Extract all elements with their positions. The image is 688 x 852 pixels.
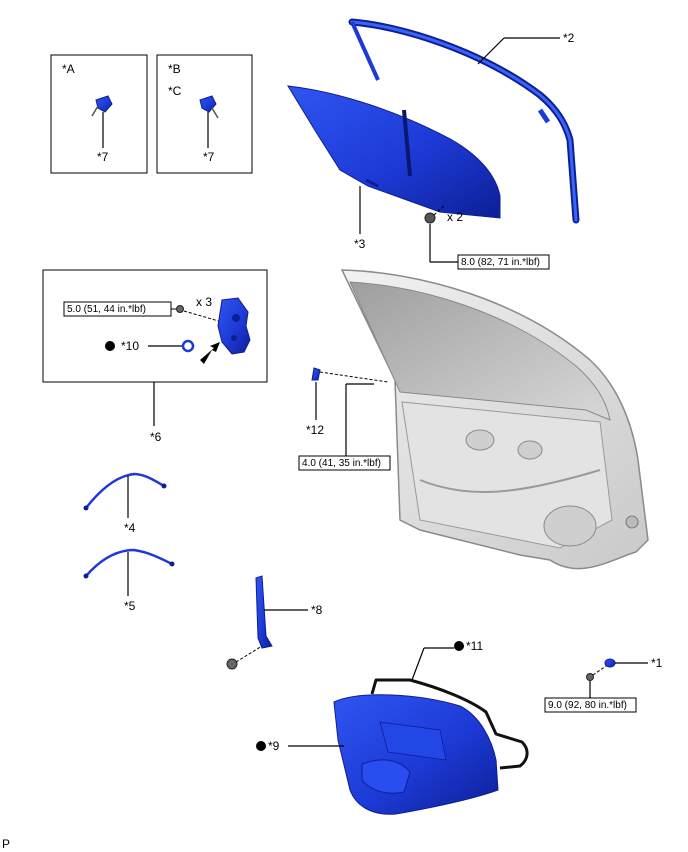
qty-glass-bolt: x 2 [447, 210, 463, 224]
callout-11: *11 [466, 639, 483, 653]
part-1 [586, 658, 616, 681]
callout-6: *6 [150, 430, 162, 444]
callout-4: *4 [124, 521, 136, 535]
glass-bolt [424, 205, 445, 224]
torque-regulator: 5.0 (51, 44 in.*lbf) [67, 304, 146, 315]
callout-3: *3 [354, 237, 366, 251]
direction-arrow [200, 342, 220, 364]
cable-5 [83, 548, 175, 579]
wire-harness-11 [370, 678, 529, 770]
clip-part-a [91, 95, 113, 117]
inset-b-label: *B [168, 62, 181, 76]
door-glass [287, 85, 501, 219]
door-clip-12 [311, 367, 389, 383]
callout-9: *9 [268, 739, 280, 753]
regulator-motor [217, 297, 251, 355]
inset-a-box: *A *7 [50, 54, 148, 174]
torque-part1: 9.0 (92, 80 in.*lbf) [548, 700, 627, 711]
cable-4 [83, 472, 167, 511]
inset-a-label: *A [62, 62, 75, 76]
qty-regulator-bolt: x 3 [196, 295, 212, 309]
callout-1: *1 [651, 656, 663, 670]
o-ring-10 [181, 339, 195, 353]
callout-12: *12 [306, 423, 324, 437]
callout-8: *8 [311, 603, 323, 617]
torque-box-door [298, 455, 391, 471]
torque-box-glass [457, 254, 550, 270]
leader-11 [411, 647, 425, 681]
callout-10: *10 [121, 339, 139, 353]
non-reusable-dot-10 [105, 341, 115, 351]
torque-glass: 8.0 (82, 71 in.*lbf) [461, 257, 540, 268]
callout-7a: *7 [97, 150, 109, 164]
torque-door: 4.0 (41, 35 in.*lbf) [302, 458, 381, 469]
page-code: P [2, 837, 10, 851]
callout-2: *2 [563, 31, 575, 45]
leader-2 [477, 37, 505, 65]
service-hole-cover-9 [333, 694, 499, 815]
callout-7bc: *7 [203, 150, 215, 164]
front-door-panel [340, 269, 649, 570]
non-reusable-dot-9 [256, 741, 266, 751]
regulator-inset-box: 5.0 (51, 44 in.*lbf) x 3 *10 [42, 269, 268, 383]
non-reusable-dot-11 [454, 641, 464, 651]
inset-c-label: *C [168, 84, 182, 98]
callout-5: *5 [124, 599, 136, 613]
window-run-channel [348, 18, 580, 224]
clip-part-bc [199, 95, 219, 119]
inset-bc-box: *B *C *7 [156, 54, 253, 174]
torque-box-part1 [544, 697, 637, 713]
rear-sash-8 [226, 575, 273, 670]
